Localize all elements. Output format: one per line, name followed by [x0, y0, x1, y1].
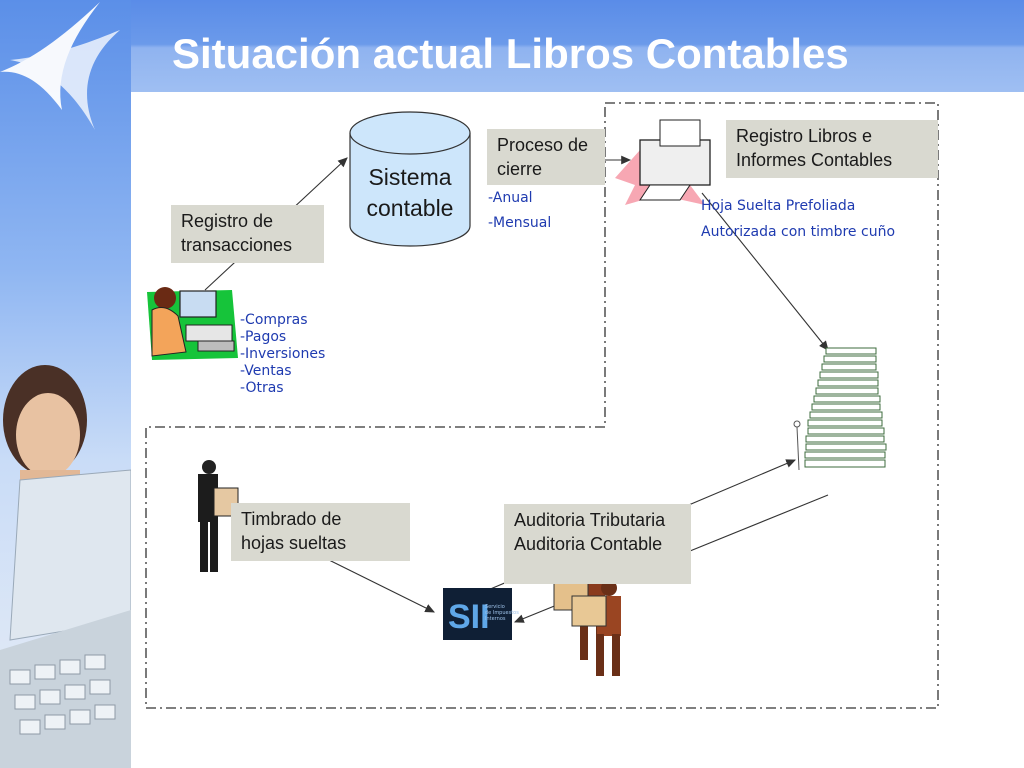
sistema-contable-label: Sistema contable [352, 162, 468, 224]
sii-caption-line: Servicio [485, 604, 505, 610]
transaccion-item: -Pagos [240, 329, 287, 345]
transaccion-item: -Compras [240, 312, 308, 328]
database-cylinder-icon [349, 111, 471, 247]
timbrado-line-1: Timbrado de [241, 509, 342, 529]
sii-logo-caption: Servicio de Impuestos Internos [485, 604, 519, 622]
transaccion-item: -Otras [240, 380, 284, 396]
timbrado-line-2: hojas sueltas [241, 533, 347, 553]
transaccion-item: -Ventas [240, 363, 292, 379]
swirl-logo-icon [0, 2, 120, 130]
registro-libros-line-1: Registro Libros e [736, 126, 873, 146]
printer-icon [615, 119, 711, 205]
paper-stack-icon [804, 347, 887, 468]
periodo-anual: -Anual [488, 190, 533, 206]
movers-carrying-boxes-icon [553, 564, 621, 676]
registro-transacciones-line-2: transacciones [181, 235, 293, 255]
registro-libros-line-2: Informes Contables [736, 150, 893, 170]
sii-caption-line: Internos [485, 616, 506, 622]
transacciones-list: -Compras -Pagos -Inversiones -Ventas -Ot… [240, 312, 325, 397]
small-person-icon [793, 420, 801, 471]
sistema-line-2: contable [366, 195, 454, 221]
hoja-suelta-note: Hoja Suelta Prefoliada Autorizada con ti… [701, 193, 895, 245]
timbrado-box: Timbrado de hojas sueltas [231, 503, 410, 561]
proceso-cierre-box: Proceso de cierre [487, 129, 605, 185]
periodo-mensual: -Mensual [488, 215, 552, 231]
dashed-boundary-region [145, 102, 939, 709]
clerk-at-computer-icon [147, 287, 238, 360]
hoja-suelta-line-1: Hoja Suelta Prefoliada [701, 198, 856, 214]
sii-logo-icon: SII [443, 588, 512, 640]
header-band [131, 0, 1024, 92]
registro-transacciones-line-1: Registro de [181, 211, 274, 231]
sistema-line-1: Sistema [368, 164, 452, 190]
proceso-cierre-line-1: Proceso de [497, 135, 589, 155]
registro-libros-box: Registro Libros e Informes Contables [726, 120, 938, 178]
periodos-list: -Anual -Mensual [488, 186, 551, 236]
decorative-photo-illustration [0, 2, 131, 768]
hoja-suelta-line-2: Autorizada con timbre cuño [701, 224, 896, 240]
transaccion-item: -Inversiones [240, 346, 326, 362]
auditoria-line-1: Auditoria Tributaria [514, 510, 666, 530]
registro-transacciones-box: Registro de transacciones [171, 205, 324, 263]
sii-caption-line: de Impuestos [485, 610, 519, 616]
proceso-cierre-line-2: cierre [497, 159, 543, 179]
auditoria-line-2: Auditoria Contable [514, 534, 663, 554]
auditoria-box: Auditoria Tributaria Auditoria Contable [504, 504, 691, 584]
svg-text:SII: SII [448, 598, 490, 636]
left-decorative-panel [0, 0, 131, 768]
slide-title: Situación actual Libros Contables [172, 30, 849, 77]
arrow-printer-to-stack [701, 192, 829, 351]
